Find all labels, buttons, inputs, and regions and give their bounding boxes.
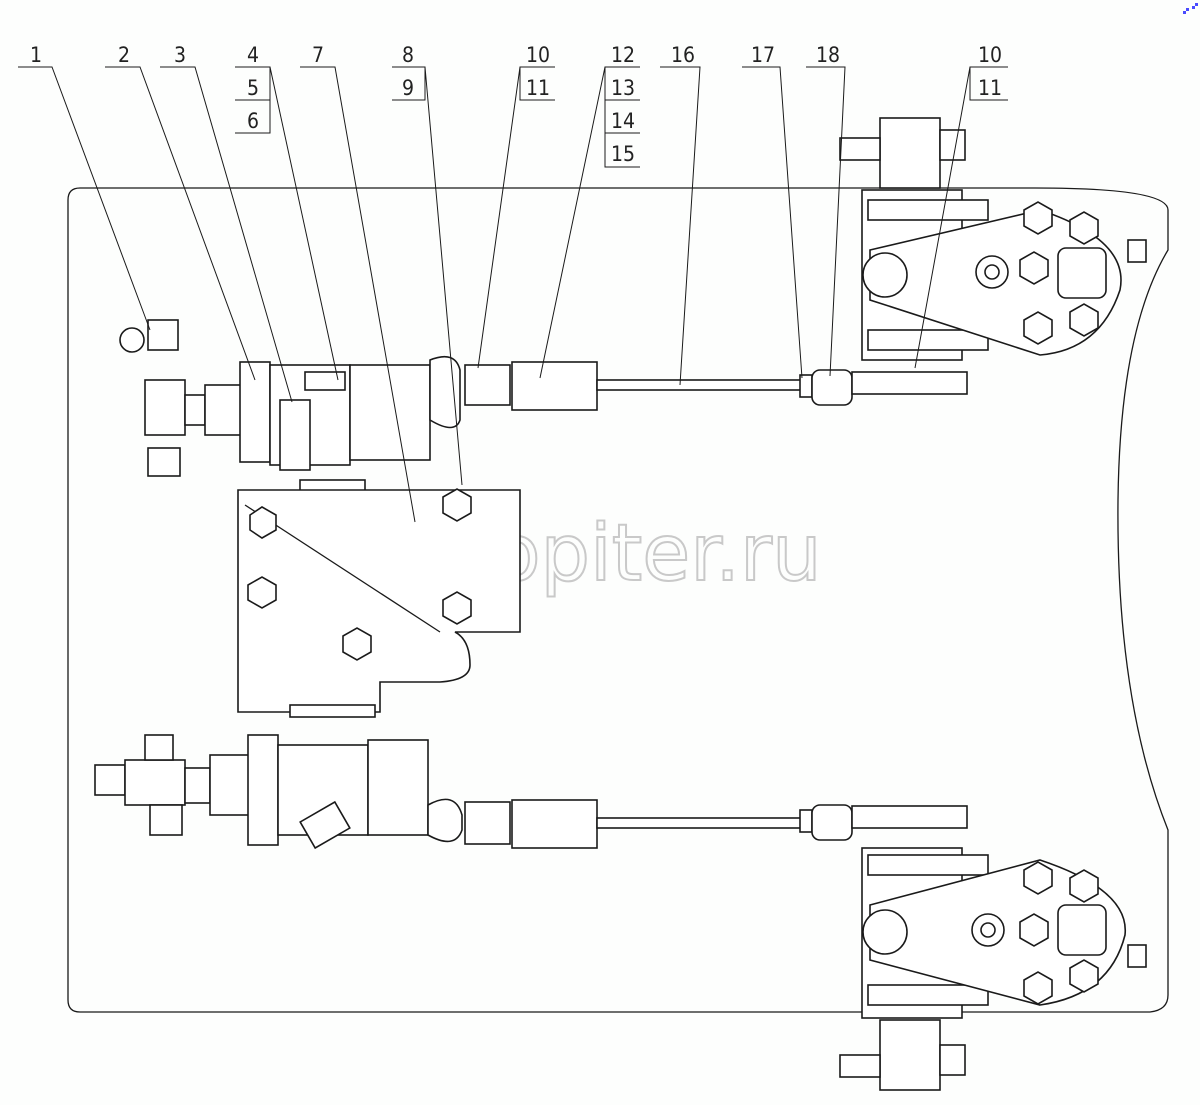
callout-label: 16 (671, 43, 695, 67)
callout-label: 13 (611, 76, 635, 100)
bolt (249, 506, 277, 539)
upper-brake-valve (119, 319, 598, 493)
callout-label: 1 (30, 43, 42, 67)
lower-lever-mechanism (839, 847, 1147, 1091)
upper-lever-mechanism (839, 117, 1147, 361)
bracket (237, 488, 521, 718)
pull-rods (596, 369, 968, 841)
callout-label: 4 (247, 43, 259, 67)
callout-label: 10 (526, 43, 550, 67)
callout-10-11-left: 10 11 (477, 43, 555, 369)
callout-label: 7 (312, 43, 324, 67)
callout-label: 3 (174, 43, 186, 67)
callout-label: 15 (611, 142, 635, 166)
callout-label: 5 (247, 76, 259, 100)
callout-label: 11 (526, 76, 550, 100)
callout-label: 10 (978, 43, 1002, 67)
corner-mark (1183, 3, 1198, 14)
callout-label: 9 (402, 76, 414, 100)
callout-label: 2 (118, 43, 130, 67)
callout-2: 2 (105, 43, 256, 381)
callout-3: 3 (160, 43, 293, 403)
callout-7: 7 (300, 43, 416, 523)
callout-4-5-6: 4 5 6 (235, 43, 339, 381)
callout-label: 18 (816, 43, 840, 67)
callout-12-15: 12 13 14 15 (539, 43, 640, 379)
callout-17: 17 (742, 43, 803, 379)
lower-brake-valve (94, 734, 598, 850)
callout-1: 1 (18, 43, 151, 331)
callout-label: 11 (978, 76, 1002, 100)
callout-16: 16 (660, 43, 701, 386)
callout-10-11-right: 10 11 (914, 43, 1008, 369)
callout-18: 18 (806, 43, 846, 377)
callout-label: 14 (611, 109, 635, 133)
callout-label: 17 (751, 43, 775, 67)
mounting-plate (67, 187, 1169, 1013)
callout-8-9: 8 9 (392, 43, 463, 486)
callout-label: 12 (611, 43, 635, 67)
callout-label: 6 (247, 109, 259, 133)
callout-label: 8 (402, 43, 414, 67)
